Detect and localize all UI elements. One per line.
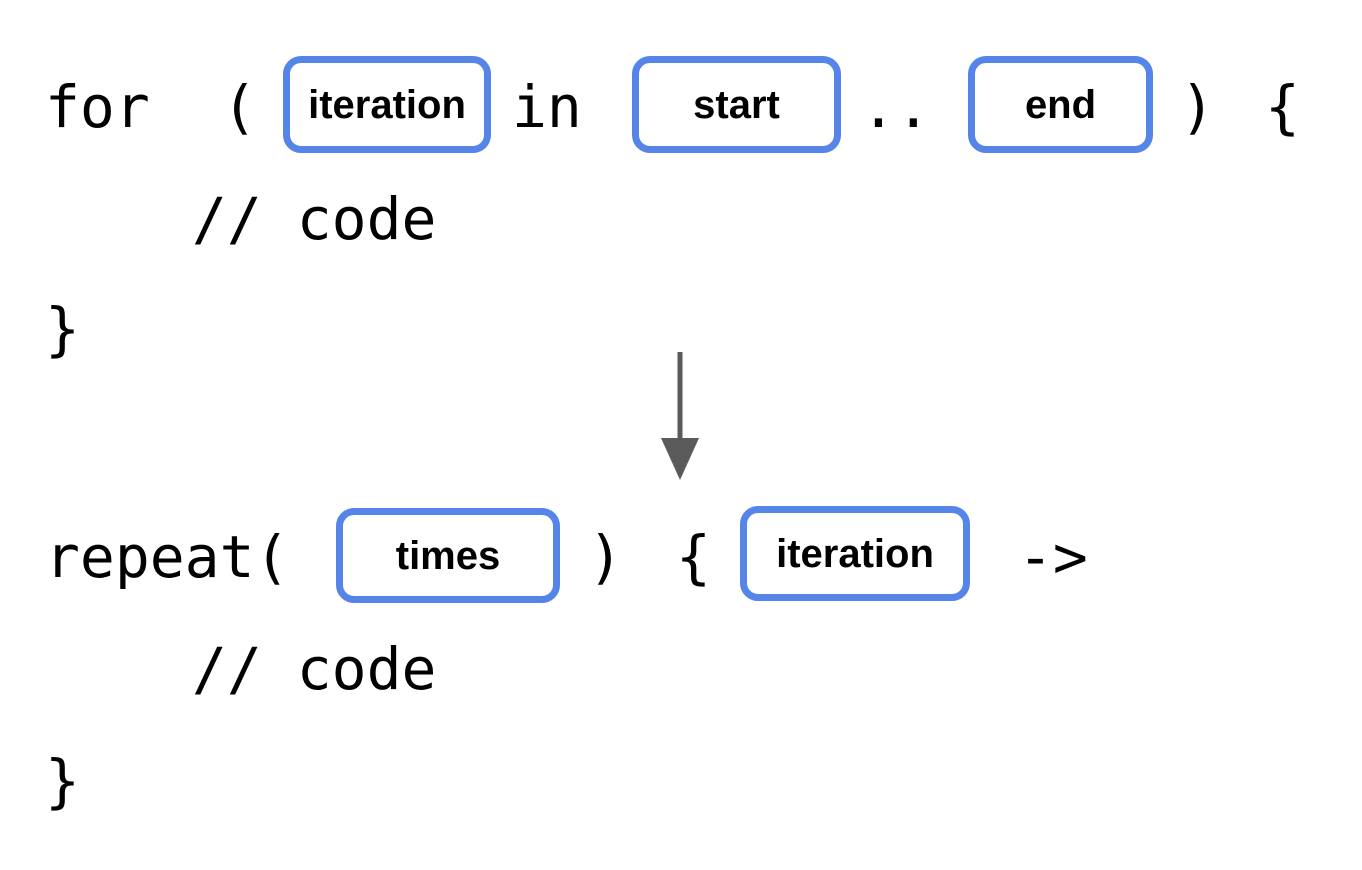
token-label-iteration-before: iteration [308,82,466,127]
in-keyword: in [512,73,582,141]
for-open-brace: { [1265,73,1300,141]
token-label-start: start [693,82,780,127]
token-label-times: times [395,533,501,578]
for-body-comment: // code [192,185,437,253]
down-arrow-icon [661,352,699,480]
token-box-times[interactable]: times [336,508,560,603]
repeat-open-brace: { [676,523,711,591]
token-label-iteration-after: iteration [776,531,934,576]
repeat-keyword: repeat( [45,523,290,591]
for-keyword: for [45,73,150,141]
token-label-end: end [1024,82,1097,127]
for-close-paren: ) [1180,73,1215,141]
token-box-iteration-after[interactable]: iteration [740,506,970,601]
lambda-arrow: -> [1018,523,1088,591]
for-close-brace: } [45,295,80,363]
repeat-close-brace: } [45,747,80,815]
token-box-end[interactable]: end [968,56,1153,153]
repeat-body-comment: // code [192,635,437,703]
for-open-paren: ( [222,73,257,141]
token-box-iteration-before[interactable]: iteration [283,56,491,153]
repeat-close-paren: ) [588,523,623,591]
token-box-start[interactable]: start [632,56,841,153]
range-operator: .. [861,73,931,141]
